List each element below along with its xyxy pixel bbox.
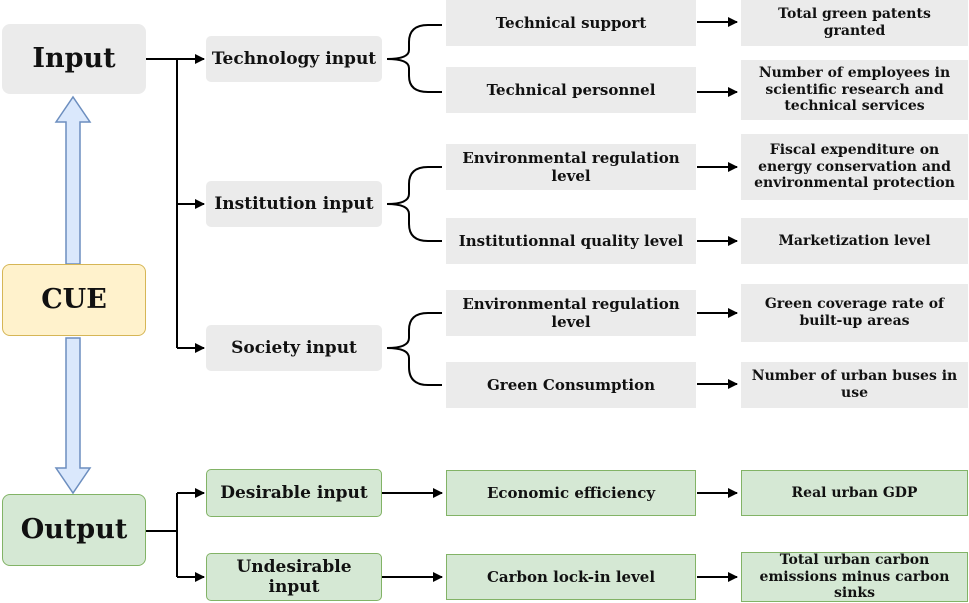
output-node: Output (2, 494, 146, 566)
indicator-carbon-lock-in: Carbon lock-in level (446, 554, 696, 600)
measure-carbon-emissions: Total urban carbon emissions minus carbo… (741, 552, 968, 602)
desirable-input-node: Desirable input (206, 469, 382, 517)
indicator-technical-personnel: Technical personnel (446, 67, 696, 113)
output-trunk-line (146, 493, 178, 577)
measure-marketization: Marketization level (741, 218, 968, 264)
measure-urban-buses: Number of urban buses in use (741, 362, 968, 408)
bidirectional-arrow-upper (54, 95, 92, 265)
input-node: Input (2, 24, 146, 94)
indicator-technical-support: Technical support (446, 0, 696, 46)
institution-input-node: Institution input (206, 181, 382, 227)
technology-input-node: Technology input (206, 36, 382, 82)
measure-green-patents: Total green patents granted (741, 0, 968, 46)
indicator-environmental-regulation-institution: Environmental regulation level (446, 144, 696, 190)
bidirectional-arrow-lower (54, 337, 92, 495)
cue-node: CUE (2, 264, 146, 336)
brace-society (386, 312, 442, 386)
measure-fiscal-expenditure: Fiscal expenditure on energy conservatio… (741, 134, 968, 200)
brace-institution (386, 166, 442, 242)
measure-green-coverage: Green coverage rate of built-up areas (741, 284, 968, 342)
brace-technology (386, 24, 442, 93)
indicator-environmental-regulation-society: Environmental regulation level (446, 290, 696, 336)
measure-real-gdp: Real urban GDP (741, 470, 968, 516)
input-trunk-line (146, 58, 178, 348)
society-input-node: Society input (206, 325, 382, 371)
indicator-institutional-quality: Institutionnal quality level (446, 218, 696, 264)
indicator-economic-efficiency: Economic efficiency (446, 470, 696, 516)
indicator-green-consumption: Green Consumption (446, 362, 696, 408)
undesirable-input-node: Undesirable input (206, 553, 382, 601)
measure-research-employees: Number of employees in scientific resear… (741, 60, 968, 120)
